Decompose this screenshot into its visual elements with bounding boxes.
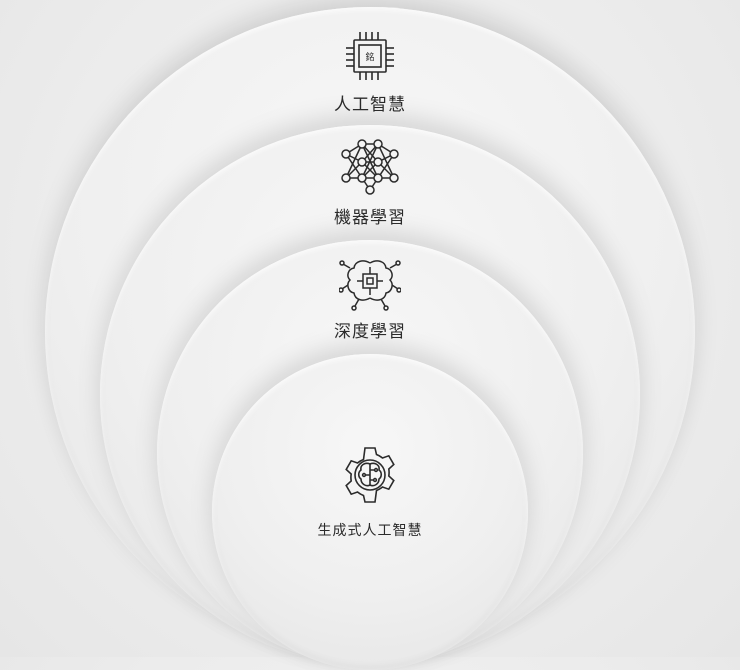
layer-artificial-intelligence: 銘 人工智慧 — [0, 28, 740, 115]
brain-circuit-icon — [339, 260, 401, 311]
ring-generative-ai — [212, 354, 528, 670]
gear-brain-icon — [345, 447, 395, 503]
layer-label: 人工智慧 — [334, 95, 406, 115]
layer-label: 深度學習 — [334, 322, 406, 342]
layer-deep-learning: 深度學習 — [0, 255, 740, 342]
layer-generative-ai: 生成式人工智慧 — [0, 444, 740, 540]
chip-glyph: 銘 — [365, 51, 374, 63]
layer-label: 生成式人工智慧 — [317, 523, 423, 539]
layer-label: 機器學習 — [334, 208, 406, 228]
neural-network-icon — [341, 139, 399, 195]
layer-machine-learning: 機器學習 — [0, 135, 740, 228]
ai-chip-icon: 銘 — [346, 32, 394, 80]
